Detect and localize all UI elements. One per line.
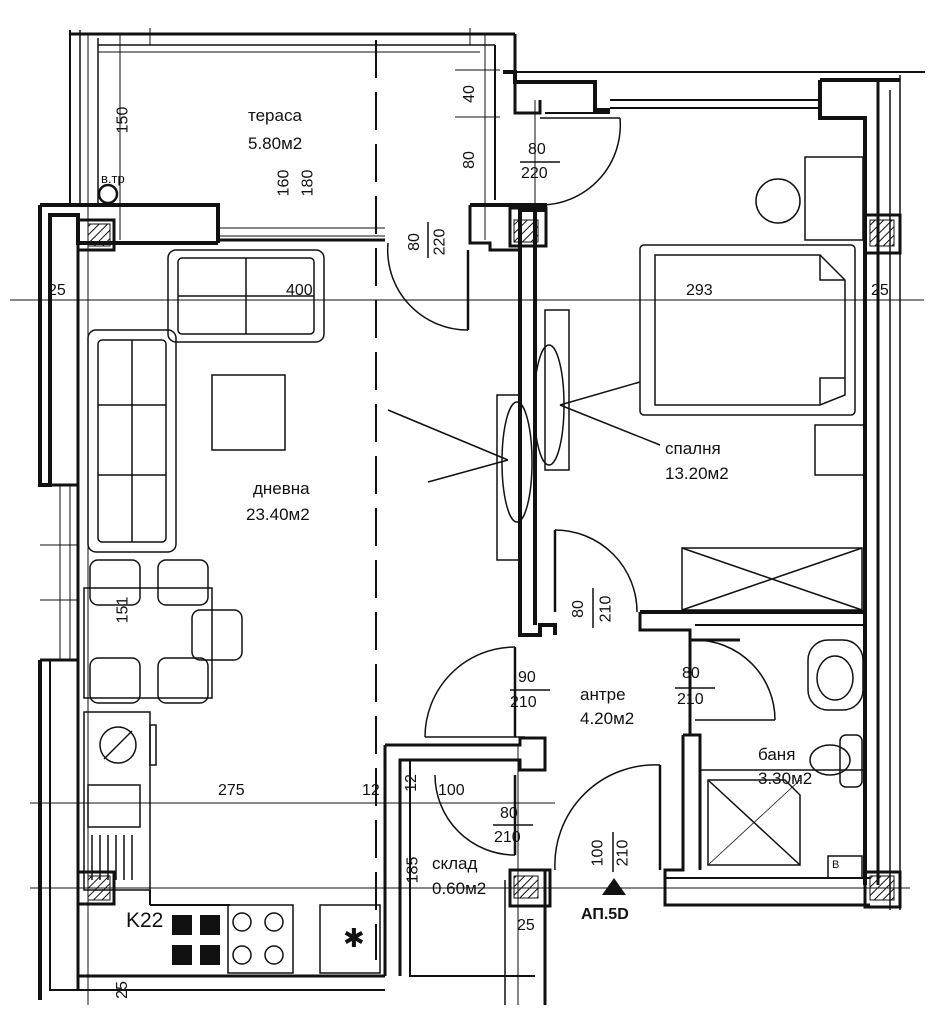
room-name-living: дневна <box>253 479 310 498</box>
door-bathroom-height: 210 <box>677 691 704 708</box>
room-area-hall: 4.20м2 <box>580 709 635 728</box>
door-terrace-living-height: 220 <box>431 228 449 256</box>
shower <box>707 779 801 866</box>
door-bathroom-width: 80 <box>682 665 700 682</box>
door-storage-width: 80 <box>500 805 518 822</box>
kitchen-blocks <box>172 915 220 965</box>
bath-mark-label: B <box>832 859 840 871</box>
dim-25-corner: 25 <box>113 981 131 999</box>
dimension-lines <box>10 35 924 1005</box>
asterisk-icon: ✱ <box>343 923 365 953</box>
dim-100: 100 <box>438 782 465 799</box>
dining-table <box>83 587 213 699</box>
dim-150: 150 <box>114 106 132 134</box>
dim-40: 40 <box>460 85 478 103</box>
door-fraction-bars <box>427 161 715 872</box>
door-terrace-living-width: 80 <box>405 233 423 251</box>
entrance-marker <box>602 878 626 895</box>
dim-185: 185 <box>404 856 422 884</box>
door-bedroom-height: 210 <box>597 595 615 623</box>
dim-151: 151 <box>114 596 132 624</box>
door-entrance-height: 210 <box>614 839 632 867</box>
room-name-hall: антре <box>580 685 626 704</box>
door-storage-height: 210 <box>494 829 521 846</box>
coffee-table <box>211 374 286 451</box>
stove <box>227 904 294 974</box>
dim-80-terrace: 80 <box>460 151 478 169</box>
door-bedroom-width: 80 <box>569 600 587 618</box>
kitchen-counter <box>83 711 151 891</box>
room-name-storage: склад <box>432 854 478 873</box>
hatched-piers <box>87 219 895 901</box>
room-area-terrace: 5.80м2 <box>248 134 303 153</box>
dim-180: 180 <box>299 169 317 197</box>
room-name-bedroom: спалня <box>665 439 721 458</box>
room-area-storage: 0.60м2 <box>432 879 487 898</box>
kitchen-label: K22 <box>126 909 164 932</box>
dim-400: 400 <box>286 282 313 299</box>
bed <box>639 244 856 416</box>
room-area-bathroom: 3.30м2 <box>758 769 813 788</box>
dim-25-bottom: 25 <box>517 917 535 934</box>
room-area-living: 23.40м2 <box>246 505 310 524</box>
dim-293: 293 <box>686 282 713 299</box>
sink <box>807 639 864 711</box>
top-sofa <box>167 249 325 343</box>
dim-25-right: 25 <box>871 282 889 299</box>
door-entry-living-height: 210 <box>510 694 537 711</box>
dim-12b: 12 <box>402 774 420 792</box>
room-area-bedroom: 13.20м2 <box>665 464 729 483</box>
dim-275: 275 <box>218 782 245 799</box>
entrance-label: АП.5D <box>581 906 629 923</box>
door-entrance-width: 100 <box>589 839 607 867</box>
terrace <box>69 28 517 242</box>
dim-160: 160 <box>275 169 293 197</box>
walls <box>38 70 925 1005</box>
sofa <box>87 329 177 553</box>
room-name-terrace: тераса <box>248 106 302 125</box>
dim-25-left: 25 <box>48 282 66 299</box>
furniture <box>83 156 866 974</box>
dim-12a: 12 <box>362 782 380 799</box>
door-terrace-bedroom-height: 220 <box>521 165 548 182</box>
door-swings <box>386 117 776 871</box>
chimney-label: в.тр <box>101 171 125 186</box>
wardrobe <box>681 547 863 611</box>
door-terrace-bedroom-width: 80 <box>528 141 546 158</box>
room-name-bathroom: баня <box>758 745 796 764</box>
door-entry-living-width: 90 <box>518 669 536 686</box>
